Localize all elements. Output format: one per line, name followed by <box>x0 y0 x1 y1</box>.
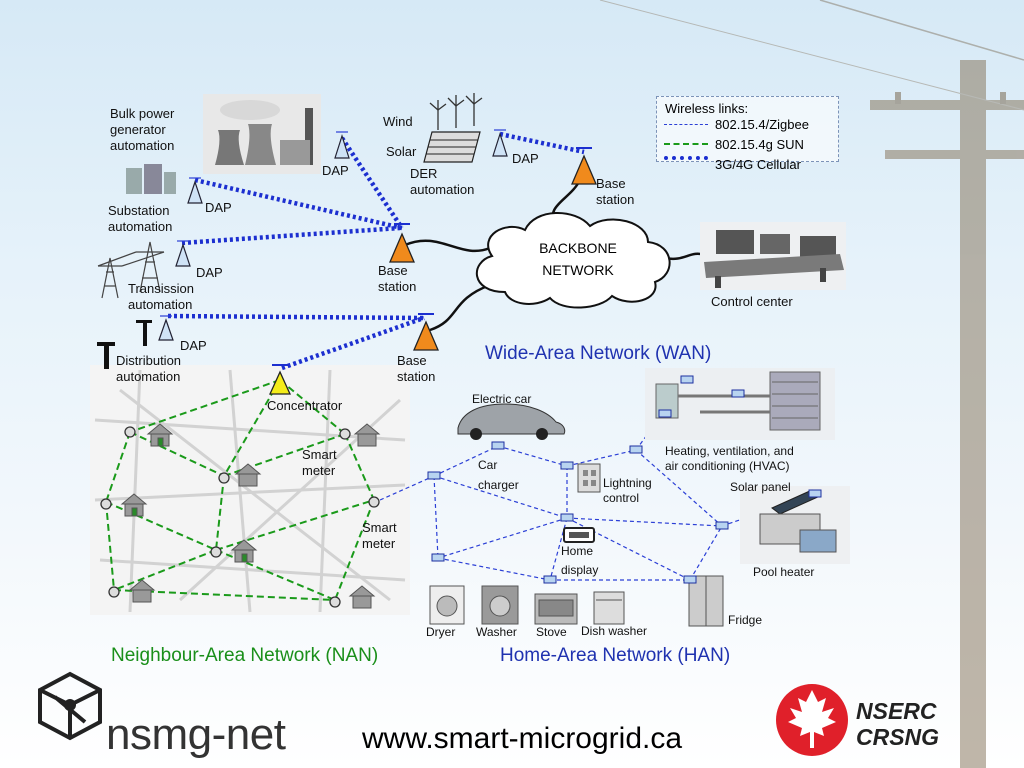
legend-swatch-zigbee <box>664 124 708 125</box>
solar-array-icon <box>423 131 481 163</box>
home-display-icon <box>563 527 595 543</box>
legend-label-cellular: 3G/4G Cellular <box>715 157 801 172</box>
bulk-power-label: Bulk power generator automation <box>110 106 175 153</box>
maple-leaf-icon <box>776 684 848 756</box>
solar-panel-label: Solar panel <box>730 480 791 494</box>
transmission-label: Transission automation <box>128 281 194 312</box>
nsmg-logo-icon <box>38 671 102 741</box>
legend-swatch-cellular <box>664 156 708 160</box>
hvac-label: Heating, ventilation, and air conditioni… <box>665 444 794 473</box>
home-display-label: Home display <box>561 544 599 577</box>
dish-washer-label: Dish washer <box>581 624 648 638</box>
der-label: DER automation <box>410 166 475 197</box>
dryer-label: Dryer <box>426 625 456 639</box>
solar-house-icon <box>740 486 850 564</box>
dap-label-bulk: DAP <box>322 163 349 178</box>
han-title: Home-Area Network (HAN) <box>500 645 731 666</box>
legend-title: Wireless links: <box>665 101 749 116</box>
base-station-label-2: Base station <box>397 353 436 384</box>
washer-label: Washer <box>476 625 517 639</box>
concentrator-icon <box>268 364 292 395</box>
substation-label: Substation automation <box>108 203 173 234</box>
substation-icon <box>126 164 176 194</box>
dap-label-substation: DAP <box>205 200 232 215</box>
backbone-label: BACKBONE NETWORK <box>539 240 617 278</box>
appliance-icons <box>429 575 724 627</box>
lighting-control-icon <box>577 463 601 493</box>
nan-title: Neighbour-Area Network (NAN) <box>111 645 379 666</box>
dap-antenna-icons <box>158 129 508 341</box>
zigbee-node-icons <box>427 375 822 584</box>
car-icon <box>457 403 566 440</box>
distribution-label: Distribution automation <box>116 353 182 384</box>
brand-name: nsmg-net <box>106 710 286 759</box>
dap-label-transmission: DAP <box>196 265 223 280</box>
distribution-pole-icon <box>97 320 152 369</box>
legend-swatch-sun <box>664 143 708 145</box>
dap-label-distribution: DAP <box>180 338 207 353</box>
legend-label-sun: 802.15.4g SUN <box>715 137 804 152</box>
base-station-icons <box>389 147 597 351</box>
wan-title: Wide-Area Network (WAN) <box>485 343 712 364</box>
cellular-links <box>167 131 585 371</box>
utility-pole-background <box>599 0 1024 768</box>
wind-label: Wind <box>383 114 413 129</box>
website-url[interactable]: www.smart-microgrid.ca <box>362 722 683 755</box>
power-plant-icon <box>203 94 321 174</box>
solar-label: Solar <box>386 144 417 159</box>
pool-heater-label: Pool heater <box>753 565 815 579</box>
legend-label-zigbee: 802.15.4/Zigbee <box>715 117 809 132</box>
electric-car-label: Electric car <box>472 392 532 406</box>
concentrator-label: Concentrator <box>267 398 343 413</box>
wireless-links-legend: Wireless links: 802.15.4/Zigbee 802.15.4… <box>656 96 839 172</box>
dap-label-der: DAP <box>512 151 539 166</box>
base-station-label-1: Base station <box>378 263 417 294</box>
lightning-control-label: Lightning control <box>603 476 652 505</box>
sun-mesh-links <box>105 379 375 601</box>
city-map-background <box>90 365 410 615</box>
partner-name-en: NSERC <box>856 698 937 724</box>
fridge-label: Fridge <box>728 613 763 627</box>
base-station-label-3: Base station <box>596 176 635 207</box>
backbone-cloud-icon <box>475 212 671 309</box>
car-charger-label: Car charger <box>478 458 519 492</box>
smart-meter-icons <box>100 426 380 608</box>
stove-label: Stove <box>536 625 567 639</box>
partner-name-fr: CRSNG <box>856 724 940 750</box>
control-center-label: Control center <box>711 294 793 309</box>
hvac-icon <box>645 368 835 440</box>
smart-meter-label-1: Smart meter <box>302 447 337 478</box>
house-icons <box>120 423 381 609</box>
control-center-icon <box>700 222 846 290</box>
smart-meter-label-2: Smart meter <box>362 520 397 551</box>
wind-turbine-icon <box>429 93 483 130</box>
transmission-tower-icon <box>97 241 165 299</box>
